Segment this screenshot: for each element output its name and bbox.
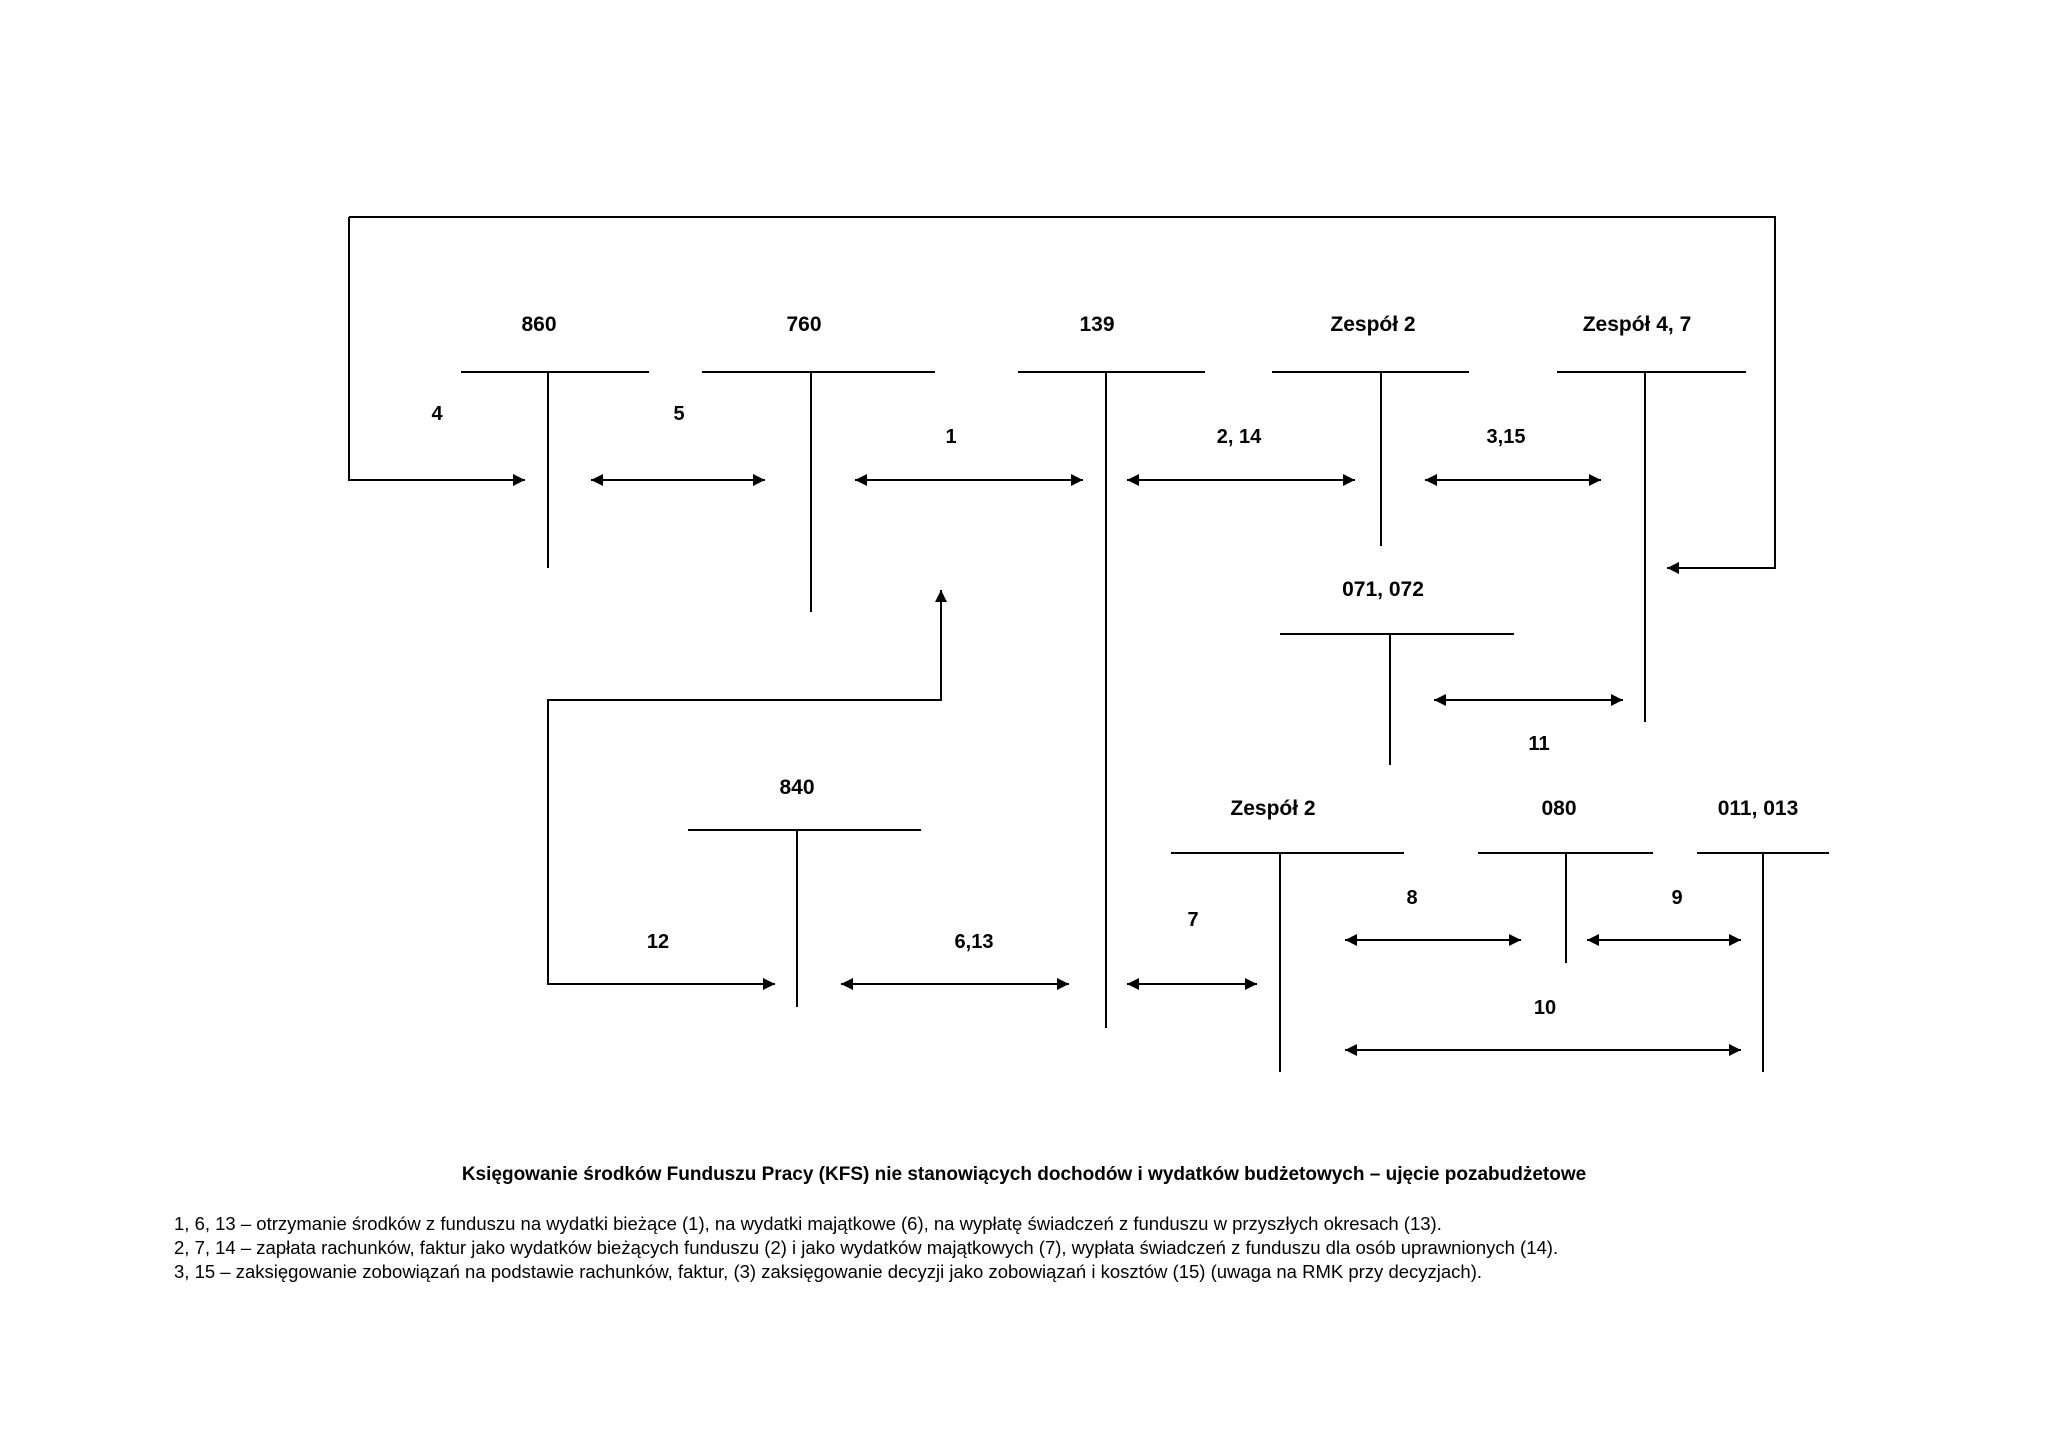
diagram-caption: Księgowanie środków Funduszu Pracy (KFS)… [461, 1164, 1587, 1185]
operation-label-2-14: 2, 14 [1217, 426, 1262, 448]
t-account-zespol-4-7 [1557, 371, 1746, 722]
legend-item-2-7-14: 2, 7, 14 – zapłata rachunków, faktur jak… [174, 1237, 1559, 1258]
t-account-011-013 [1697, 852, 1829, 1072]
operation-label-6-13: 6,13 [955, 931, 994, 953]
account-title-011-013: 011, 013 [1718, 797, 1799, 820]
t-account-760 [702, 371, 935, 612]
t-account-071-072 [1280, 633, 1514, 765]
account-title-zespol-2-bottom: Zespół 2 [1230, 797, 1315, 820]
operation-label-7: 7 [1187, 909, 1198, 931]
legend: 1, 6, 13 – otrzymanie środków z funduszu… [174, 1212, 2024, 1284]
flow-12-arrow [547, 590, 947, 990]
legend-item-1-6-13: 1, 6, 13 – otrzymanie środków z funduszu… [174, 1213, 1442, 1234]
account-title-139: 139 [1079, 313, 1114, 336]
operation-label-4: 4 [431, 403, 443, 425]
operation-label-1: 1 [945, 426, 956, 448]
t-account-zespol-2-top [1272, 371, 1469, 546]
t-account-zespol-2-bottom [1171, 852, 1404, 1072]
operation-label-5: 5 [673, 403, 684, 425]
t-account-080 [1478, 852, 1653, 963]
legend-item-3-15: 3, 15 – zaksięgowanie zobowiązań na pods… [174, 1261, 1483, 1282]
operation-label-12: 12 [647, 931, 669, 953]
operation-label-9: 9 [1671, 887, 1682, 909]
t-account-840 [688, 829, 921, 1007]
operation-label-10: 10 [1534, 997, 1556, 1019]
account-title-071-072: 071, 072 [1342, 578, 1424, 601]
account-title-840: 840 [779, 776, 814, 799]
t-account-860 [461, 371, 649, 568]
account-title-zespol-2-top: Zespół 2 [1330, 313, 1415, 336]
account-title-zespol-4-7: Zespół 4, 7 [1583, 313, 1692, 336]
flow-4-arrow [348, 217, 525, 486]
operation-label-3-15: 3,15 [1487, 426, 1526, 448]
account-title-080: 080 [1541, 797, 1576, 820]
flow-4-return-arrow [349, 216, 1776, 574]
t-account-139 [1018, 371, 1205, 1028]
account-title-860: 860 [521, 313, 556, 336]
account-title-760: 760 [786, 313, 821, 336]
operation-label-8: 8 [1406, 887, 1417, 909]
operation-label-11: 11 [1528, 733, 1549, 755]
